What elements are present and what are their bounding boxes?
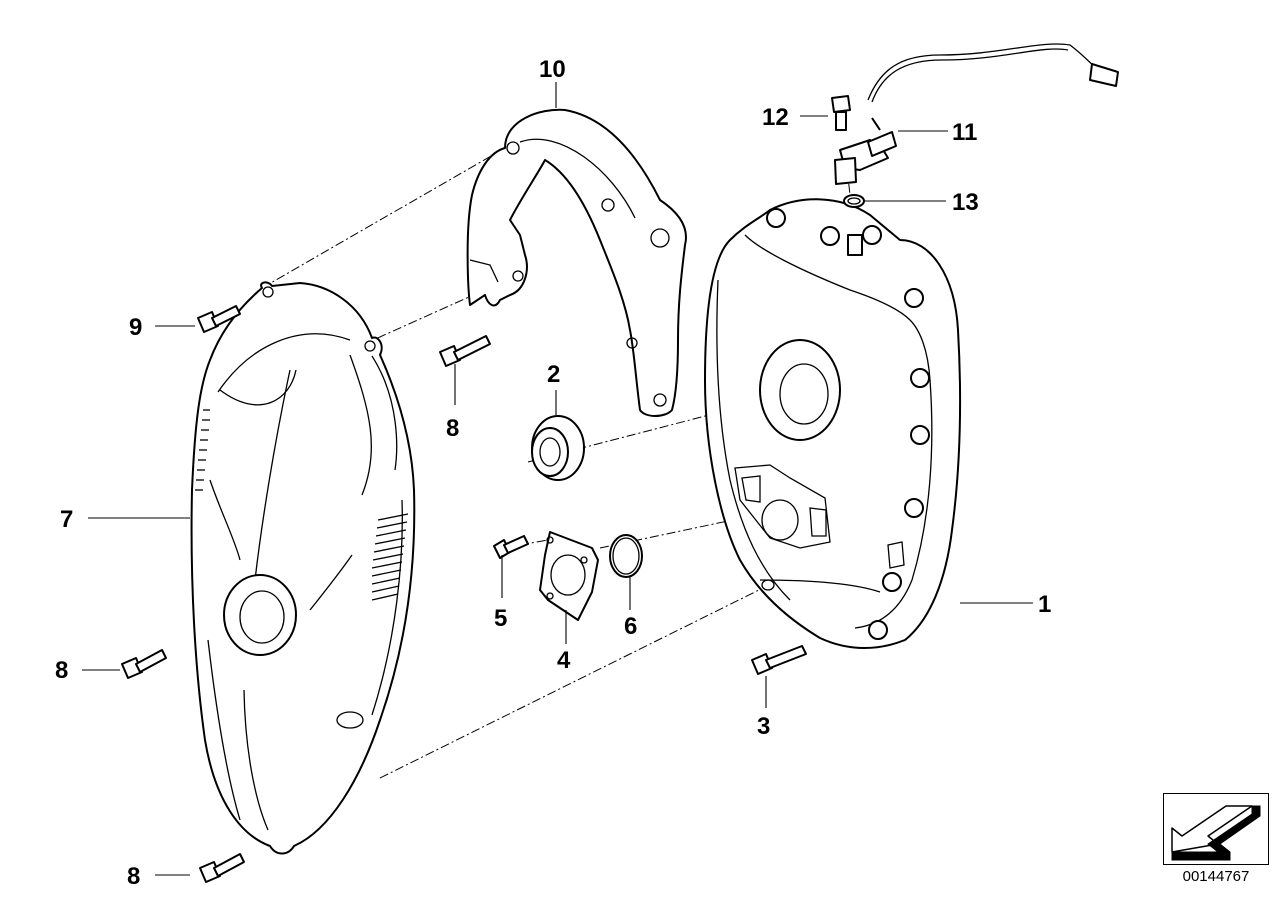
direction-arrow-icon: [1171, 805, 1261, 861]
outer-timing-cover: [190, 281, 416, 855]
callout-12: 12: [762, 104, 789, 131]
callout-7: 7: [60, 506, 73, 533]
reference-number: 00144767: [1182, 868, 1250, 885]
bolt-5: [493, 535, 529, 559]
callout-4: 4: [557, 647, 571, 674]
sensor-bolt: [831, 95, 851, 131]
sealing-ring: [843, 194, 865, 208]
o-ring: [609, 534, 643, 578]
shaft-seal: [531, 415, 585, 481]
callout-5: 5: [494, 605, 507, 632]
bolt-8-lower: [199, 853, 245, 883]
bolt-9: [197, 305, 241, 333]
chain-guide-cover: [466, 108, 687, 417]
temperature-sensor: [834, 43, 1119, 185]
callout-10: 10: [539, 56, 566, 83]
callout-13: 13: [952, 189, 979, 216]
callout-8-left: 8: [55, 657, 68, 684]
leader-lines: [82, 82, 1033, 876]
callout-1: 1: [1038, 591, 1051, 618]
inner-timing-cover: [704, 198, 961, 649]
bolt-8-left: [121, 649, 167, 679]
bolt-3: [751, 645, 807, 675]
bolt-8-upper: [439, 335, 491, 367]
callout-6: 6: [624, 613, 637, 640]
orientation-box: [1163, 793, 1269, 865]
callout-8-upper: 8: [446, 415, 459, 442]
callout-11: 11: [952, 119, 977, 146]
callout-3: 3: [757, 713, 770, 740]
callout-2: 2: [547, 361, 560, 388]
callout-9: 9: [129, 314, 142, 341]
callout-labels: 1 2 3 4 5 6 7 8 8 8 9 10 11 12 13: [55, 56, 1051, 890]
callout-8-lower: 8: [127, 863, 140, 890]
flange-plate: [539, 531, 599, 621]
